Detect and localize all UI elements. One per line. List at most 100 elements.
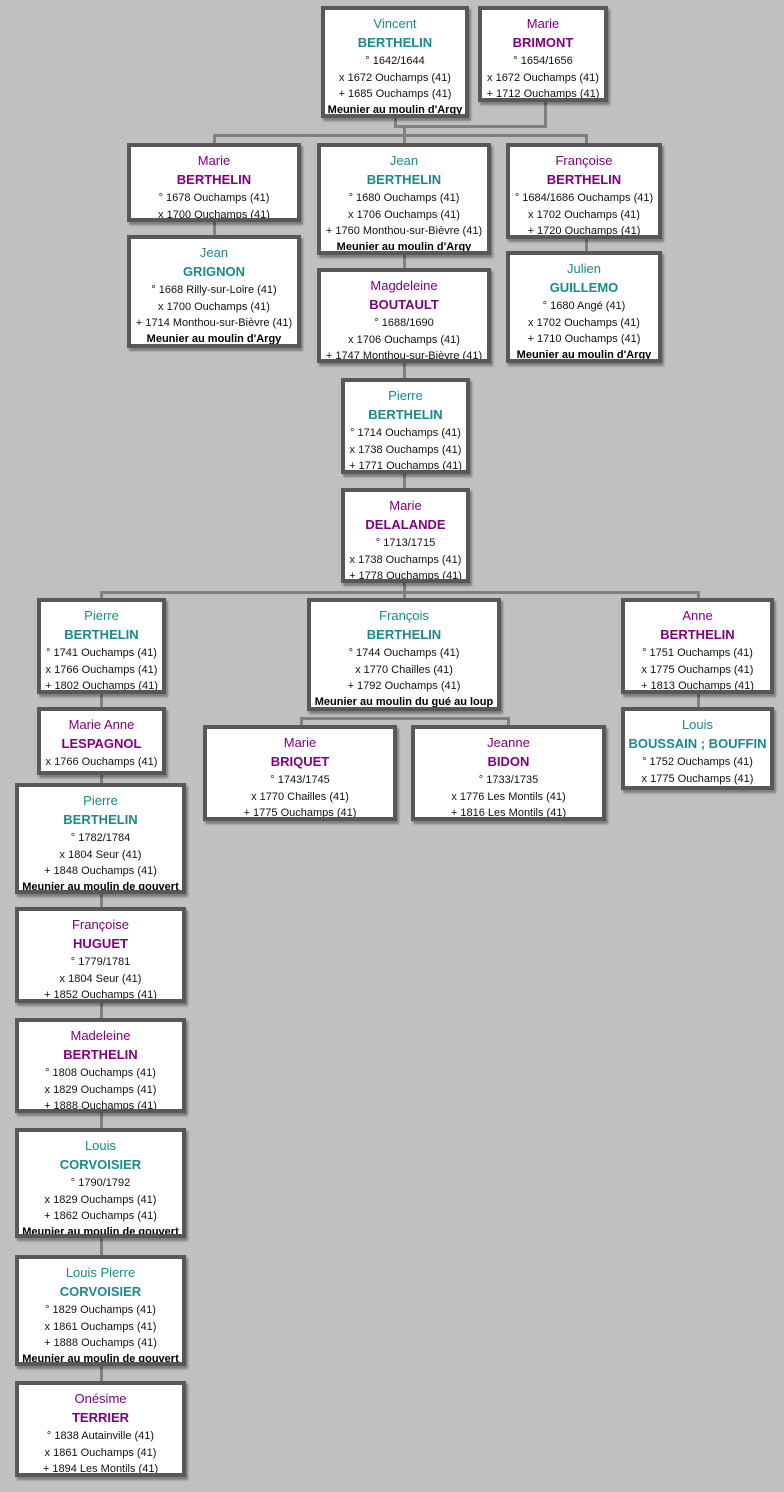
last-name: DELALANDE <box>365 517 446 532</box>
life-event: + 1712 Ouchamps (41) <box>486 88 600 100</box>
life-event: ° 1790/1792 <box>70 1177 131 1189</box>
first-name: Marie <box>283 735 317 750</box>
last-name: BERTHELIN <box>546 172 622 187</box>
first-name: Jeanne <box>487 735 530 750</box>
connector <box>585 237 588 252</box>
connector <box>100 692 103 708</box>
connector <box>394 117 397 128</box>
life-event: x 1861 Ouchamps (41) <box>44 1446 157 1459</box>
last-name: LESPAGNOL <box>61 736 142 751</box>
occupation: Meunier au moulin d'Argy <box>327 103 463 116</box>
first-name: Vincent <box>373 16 417 31</box>
life-event: x 1804 Seur (41) <box>59 848 142 861</box>
first-name: Marie Anne <box>68 717 135 732</box>
first-name: Pierre <box>84 608 119 623</box>
connector <box>100 1111 103 1129</box>
life-event: ° 1829 Ouchamps (41) <box>45 1304 156 1316</box>
last-name: BERTHELIN <box>63 812 138 827</box>
life-event: x 1738 Ouchamps (41) <box>349 443 462 456</box>
life-event: ° 1654/1656 <box>513 55 573 67</box>
life-event: x 1804 Seur (41) <box>59 972 142 985</box>
last-name: BERTHELIN <box>660 627 735 642</box>
connector <box>100 773 103 784</box>
connector <box>100 1236 103 1256</box>
life-event: + 1710 Ouchamps (41) <box>527 333 641 345</box>
connector <box>403 134 406 144</box>
life-event: ° 1744 Ouchamps (41) <box>348 647 460 659</box>
last-name: BERTHELIN <box>176 172 252 187</box>
life-event: x 1775 Ouchamps (41) <box>641 663 754 676</box>
first-name: Onésime <box>74 1391 127 1406</box>
last-name: CORVOISIER <box>59 1157 142 1172</box>
last-name: TERRIER <box>71 1410 130 1425</box>
occupation: Meunier au moulin de gouvert <box>22 880 179 893</box>
first-name: Magdeleine <box>370 278 438 293</box>
life-event: x 1738 Ouchamps (41) <box>349 553 462 566</box>
first-name: Françoise <box>555 153 613 168</box>
life-event: + 1792 Ouchamps (41) <box>347 680 461 692</box>
last-name: BRIQUET <box>270 754 330 769</box>
first-name: Louis <box>84 1138 117 1153</box>
life-event: + 1816 Les Montils (41) <box>450 807 567 819</box>
life-event: + 1747 Monthou-sur-Bièvre (41) <box>325 350 483 362</box>
life-event: ° 1808 Ouchamps (41) <box>45 1067 156 1079</box>
last-name: BERTHELIN <box>357 35 433 50</box>
connector <box>100 591 103 599</box>
life-event: x 1702 Ouchamps (41) <box>528 208 640 221</box>
connector <box>403 253 406 269</box>
connector <box>585 134 588 144</box>
life-event: + 1848 Ouchamps (41) <box>44 865 157 877</box>
first-name: Louis Pierre <box>65 1265 136 1280</box>
life-event: x 1770 Chailles (41) <box>251 790 349 803</box>
last-name: BERTHELIN <box>366 627 442 642</box>
life-event: ° 1752 Ouchamps (41) <box>642 756 753 768</box>
life-event: + 1771 Ouchamps (41) <box>349 460 462 472</box>
occupation: Meunier au moulin du gué au loup <box>314 695 494 708</box>
last-name: BERTHELIN <box>368 407 443 422</box>
life-event: x 1775 Ouchamps (41) <box>641 772 754 785</box>
life-event: + 1720 Ouchamps (41) <box>527 225 641 237</box>
life-event: + 1775 Ouchamps (41) <box>243 807 357 819</box>
life-event: + 1760 Monthou-sur-Bièvre (41) <box>325 225 483 237</box>
last-name: BRIMONT <box>512 35 574 50</box>
life-event: ° 1714 Ouchamps (41) <box>350 427 461 439</box>
first-name: Marie <box>526 16 560 31</box>
life-event: x 1706 Ouchamps (41) <box>348 333 460 346</box>
connector <box>507 717 510 726</box>
life-event: + 1888 Ouchamps (41) <box>44 1100 157 1112</box>
life-event: ° 1741 Ouchamps (41) <box>46 647 157 659</box>
first-name: Marie <box>197 153 231 168</box>
life-event: ° 1782/1784 <box>70 832 131 844</box>
last-name: BOUTAULT <box>369 297 439 312</box>
life-event: ° 1680 Ouchamps (41) <box>348 192 460 204</box>
last-name: BERTHELIN <box>64 627 139 642</box>
life-event: + 1852 Ouchamps (41) <box>44 989 157 1001</box>
connector <box>403 581 406 593</box>
connector <box>403 361 406 379</box>
connector <box>544 101 547 128</box>
last-name: HUGUET <box>73 936 128 951</box>
